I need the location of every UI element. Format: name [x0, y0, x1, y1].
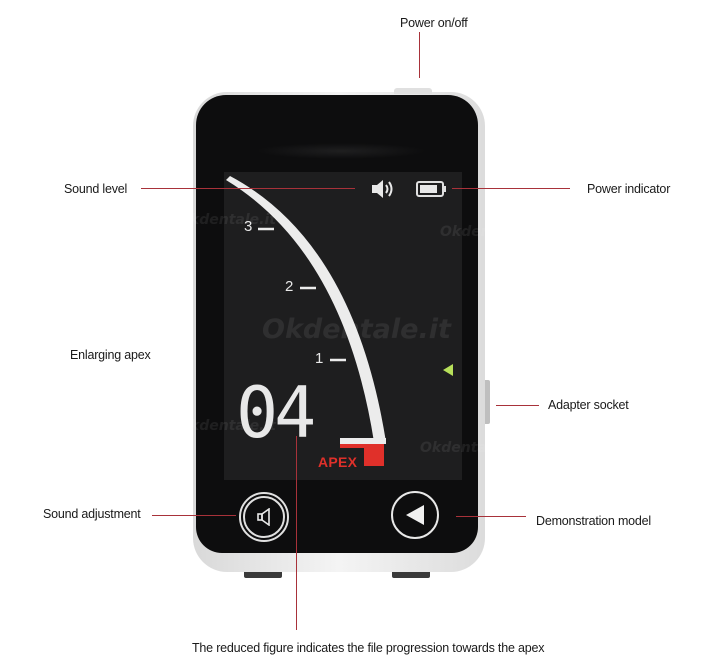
device-foot-right: [392, 572, 430, 578]
apex-bar: [340, 444, 384, 448]
sound-button-inner-ring: [243, 496, 285, 538]
label-enlarging-apex: Enlarging apex: [70, 348, 151, 362]
watermark-top-right: Okdentale.it: [440, 224, 538, 240]
watermark-mid-left: Okdentale.it: [178, 418, 276, 434]
callout-line-caption: [296, 436, 297, 630]
watermark-main: Okdentale.it: [262, 314, 451, 345]
apex-box: [364, 446, 384, 466]
position-marker-icon: [443, 364, 453, 376]
callout-line-demo: [456, 516, 526, 517]
watermark-top-left: Okdentale.it: [178, 212, 276, 228]
callout-line-adapter: [496, 405, 539, 406]
callout-line-power-indicator: [452, 188, 570, 189]
device-foot-left: [244, 572, 282, 578]
label-power-onoff: Power on/off: [400, 16, 468, 30]
caption: The reduced figure indicates the file pr…: [192, 641, 545, 655]
callout-line-sound-level: [141, 188, 355, 189]
adapter-socket: [485, 380, 490, 424]
scale-tick-2: 2: [285, 278, 294, 295]
play-left-icon: [406, 505, 424, 525]
sound-adjust-button[interactable]: [239, 492, 289, 542]
label-sound-adjustment: Sound adjustment: [43, 507, 141, 521]
label-power-indicator: Power indicator: [587, 182, 671, 196]
scale-tick-1: 1: [315, 350, 324, 367]
callout-line-power: [419, 32, 420, 78]
apex-label: APEX: [318, 454, 358, 470]
watermark-mid-right: Okdentale.it: [420, 440, 518, 456]
callout-line-sound-adjust: [152, 515, 236, 516]
battery-icon: [416, 181, 446, 197]
device-screen: [224, 172, 462, 480]
scale-tick-3: 3: [244, 218, 253, 235]
demonstration-mode-button[interactable]: [391, 491, 439, 539]
label-adapter-socket: Adapter socket: [548, 398, 629, 412]
label-sound-level: Sound level: [64, 182, 128, 196]
top-sheen: [256, 143, 426, 159]
speaker-icon: [372, 180, 393, 198]
apex-gauge-curve: [226, 176, 386, 444]
label-demonstration-model: Demonstration model: [536, 514, 652, 528]
power-button[interactable]: [394, 88, 432, 94]
file-reading-display: 04: [236, 372, 316, 454]
speaker-outline-icon: [257, 508, 270, 526]
